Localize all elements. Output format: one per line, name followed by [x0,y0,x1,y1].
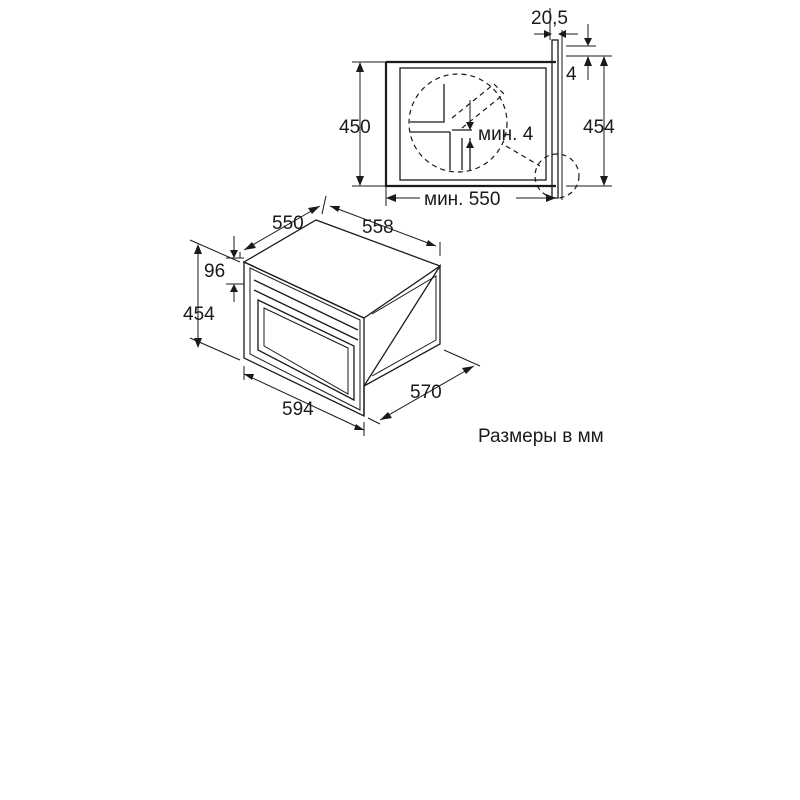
top-face [242,219,442,319]
dim-appliance-height: 454 [583,117,615,138]
dim-depth-back: 550 [272,213,304,234]
dim-min-niche-depth: мин. 550 [424,189,500,210]
dim-total-depth: 570 [410,382,442,403]
appliance-iso-view: 550 558 96 454 594 570 [183,195,481,436]
appliance-body [399,67,547,181]
dim-top-gap: 4 [566,64,577,85]
units-note: Размеры в мм [478,426,604,447]
dim-min-gap: мин. 4 [478,124,534,145]
dim-width-front: 594 [282,399,314,420]
front-panel [551,39,559,199]
dim-niche-height: 450 [339,117,371,138]
detail-circle-small [534,153,580,199]
detail-circle-large [408,73,508,173]
dim-panel-depth: 20,5 [531,8,568,29]
door-window [257,298,355,402]
side-face [363,263,441,387]
dim-width-top: 558 [362,217,394,238]
dim-height: 454 [183,304,215,325]
niche-section-view: мин. 4 450 454 4 20,5 [339,8,615,210]
dim-panel-height: 96 [204,261,225,282]
